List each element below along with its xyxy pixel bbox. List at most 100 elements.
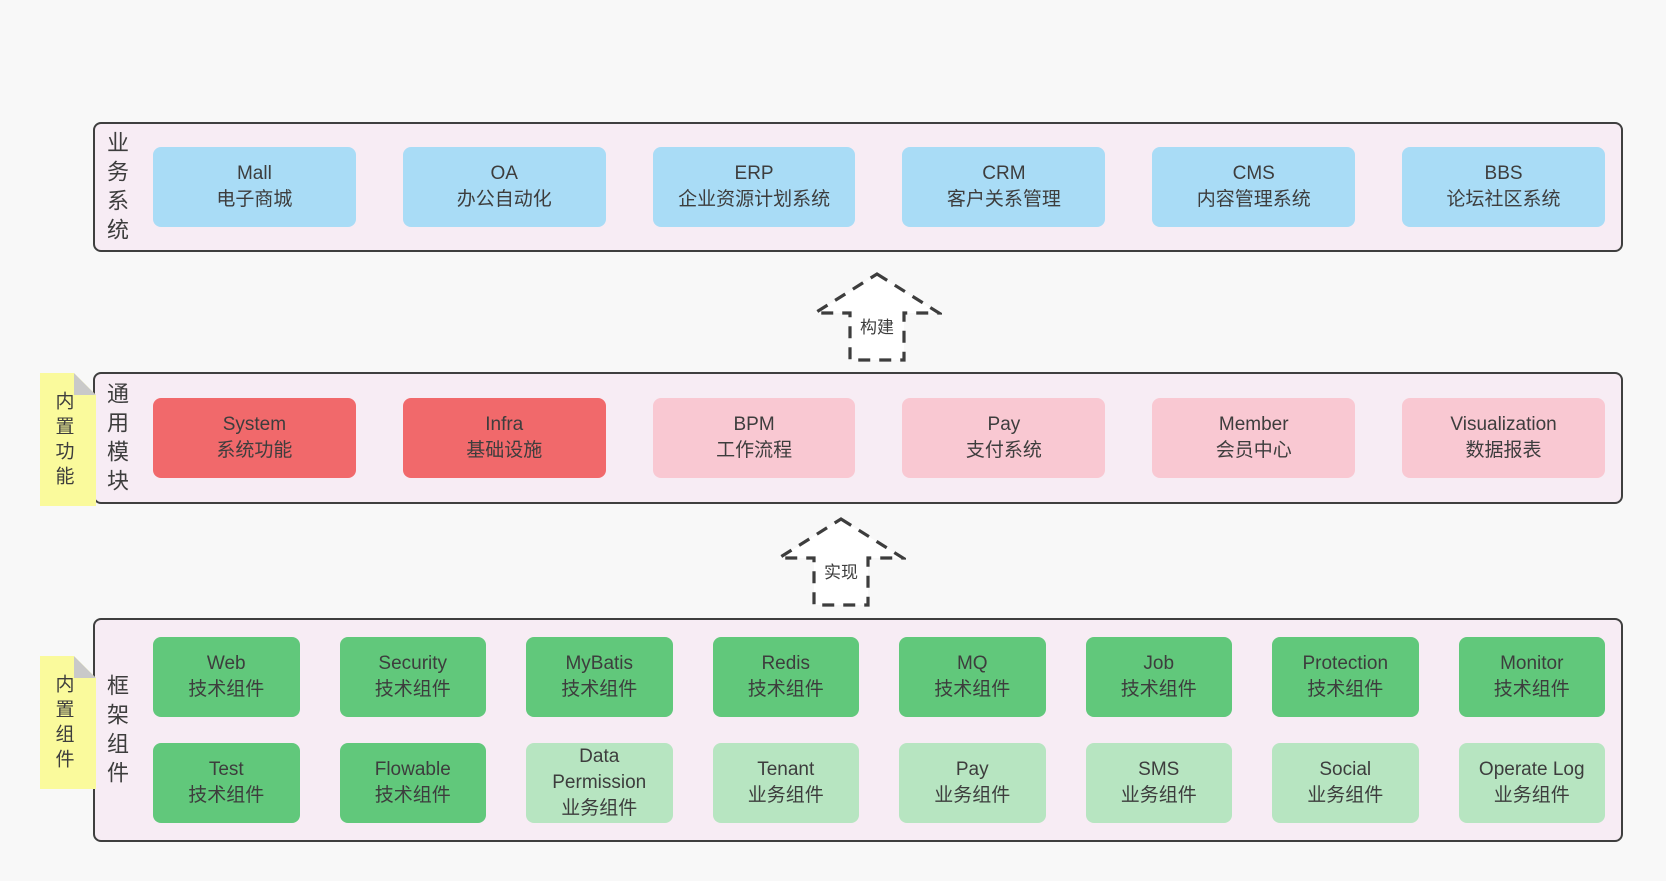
sticky-note-built-in-components: 内置组件 — [40, 656, 96, 789]
module-box-monitor: Monitor 技术组件 — [1458, 637, 1605, 717]
sticky-label-char: 功 — [55, 441, 75, 462]
module-box-title: MQ — [956, 653, 988, 674]
module-box-web: Web 技术组件 — [153, 637, 300, 717]
module-box-title: Social — [1319, 759, 1372, 780]
band-label-char: 架 — [107, 702, 130, 728]
build-arrow: 构建 — [812, 272, 942, 362]
module-box-subtitle: 业务组件 — [934, 785, 1011, 806]
box-row: System 系统功能 Infra 基础设施 BPM 工作流程 Pay 支付系统 Member 会… — [153, 398, 1605, 478]
module-box-subtitle: 业务组件 — [561, 798, 638, 819]
module-box-mall: Mall 电子商城 — [153, 147, 356, 227]
module-box-subtitle: 电子商城 — [216, 189, 293, 210]
module-box-subtitle: 技术组件 — [1307, 679, 1384, 700]
implement-arrow-shape — [776, 517, 906, 607]
band-label-char: 模 — [107, 439, 130, 465]
module-box-tenant: Tenant 业务组件 — [712, 743, 859, 823]
module-box-title: Monitor — [1500, 653, 1564, 674]
module-box-title: Protection — [1302, 653, 1389, 674]
band-label-common-modules: 通用模块 — [107, 381, 130, 494]
sticky-label-char: 置 — [55, 416, 75, 437]
module-box-subtitle: 技术组件 — [934, 679, 1011, 700]
sticky-label-char: 内 — [55, 391, 75, 412]
module-box-subtitle: 技术组件 — [188, 679, 265, 700]
module-box-title: Security — [378, 653, 448, 674]
module-box-subtitle: 办公自动化 — [456, 189, 552, 210]
module-box-system: System 系统功能 — [153, 398, 356, 478]
module-box-subtitle: 数据报表 — [1465, 440, 1542, 461]
module-box-title: Visualization — [1450, 414, 1557, 435]
module-box-subtitle: 业务组件 — [747, 785, 824, 806]
module-box-title: BPM — [733, 414, 775, 435]
module-box-subtitle: 论坛社区系统 — [1446, 189, 1561, 210]
module-box-title: Pay — [955, 759, 989, 780]
module-box-member: Member 会员中心 — [1152, 398, 1356, 478]
module-box-subtitle: 技术组件 — [374, 785, 451, 806]
module-box-title: Flowable — [374, 759, 451, 780]
build-arrow-label: 构建 — [860, 318, 894, 337]
module-box-subtitle: 业务组件 — [1120, 785, 1197, 806]
module-box-subtitle: 会员中心 — [1215, 440, 1292, 461]
module-box-title: CRM — [982, 163, 1026, 184]
module-box-oa: OA 办公自动化 — [402, 147, 606, 227]
module-box-title: BBS — [1484, 163, 1523, 184]
sticky-note-label: 内置功能 — [40, 391, 90, 488]
band-label-char: 用 — [107, 410, 130, 436]
module-box-subtitle: 企业资源计划系统 — [678, 189, 831, 210]
band-label-char: 通 — [107, 381, 130, 407]
module-box-bbs: BBS 论坛社区系统 — [1402, 147, 1605, 227]
module-box-subtitle: 工作流程 — [716, 440, 793, 461]
band-label-char: 块 — [107, 468, 130, 494]
implement-arrow-label: 实现 — [824, 563, 858, 582]
band-label-char: 框 — [107, 673, 130, 699]
sticky-label-char: 置 — [55, 699, 75, 720]
module-box-title: Tenant — [757, 759, 815, 780]
sticky-label-char: 内 — [55, 674, 75, 695]
module-box-flowable: Flowable 技术组件 — [339, 743, 486, 823]
module-box-mybatis: MyBatis 技术组件 — [526, 637, 673, 717]
module-box-title: Web — [206, 653, 246, 674]
module-box-subtitle: 内容管理系统 — [1196, 189, 1311, 210]
sticky-label-char: 能 — [55, 466, 75, 487]
module-box-title: CMS — [1232, 163, 1275, 184]
module-box-subtitle: 技术组件 — [188, 785, 265, 806]
band-label-char: 系 — [107, 188, 130, 214]
sticky-label-char: 件 — [55, 749, 75, 770]
module-box-mq: MQ 技术组件 — [899, 637, 1046, 717]
band-label-char: 务 — [107, 159, 130, 185]
module-box-subtitle: 系统功能 — [216, 440, 293, 461]
band-label-business-systems: 业务系统 — [107, 131, 130, 243]
module-box-title: Infra — [485, 414, 524, 435]
module-box-subtitle: 支付系统 — [965, 440, 1042, 461]
module-box-subtitle: 技术组件 — [561, 679, 638, 700]
module-box-title: OA — [490, 163, 518, 184]
module-box-subtitle: 技术组件 — [747, 679, 824, 700]
module-box-subtitle: 技术组件 — [1493, 679, 1570, 700]
band-label-char: 统 — [107, 217, 130, 243]
module-box-title: Mall — [236, 163, 272, 184]
module-box-title: System — [222, 414, 287, 435]
module-box-title: MyBatis — [565, 653, 634, 674]
band-label-char: 组 — [107, 731, 130, 757]
build-arrow-shape — [812, 272, 942, 362]
module-box-subtitle: 基础设施 — [466, 440, 543, 461]
implement-arrow: 实现 — [776, 517, 906, 607]
module-box-subtitle: 技术组件 — [1120, 679, 1197, 700]
module-box-title: Member — [1218, 414, 1289, 435]
module-box-title: Redis — [761, 653, 811, 674]
module-box-infra: Infra 基础设施 — [402, 398, 606, 478]
module-box-pay: Pay 业务组件 — [899, 743, 1046, 823]
module-box-title: Pay — [987, 414, 1021, 435]
